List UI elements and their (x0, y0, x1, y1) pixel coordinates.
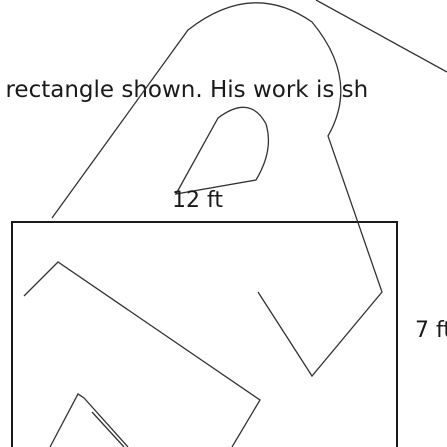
watermark-p-outline (51, 2, 383, 378)
watermark-p-counter (174, 106, 270, 195)
watermark-logo (23, 0, 447, 447)
problem-text-line: e rectangle shown. His work is sh (0, 70, 447, 110)
watermark-a-inner-2 (91, 411, 125, 447)
problem-text: e rectangle shown. His work is sh (0, 77, 369, 103)
width-label: 12 ft (172, 188, 223, 213)
height-label: 7 ft (415, 318, 447, 343)
rectangle-shape (11, 221, 398, 447)
watermark-diagonal (315, 0, 447, 73)
watermark-a-inner (49, 393, 129, 447)
watermark-a-outline (23, 261, 261, 447)
